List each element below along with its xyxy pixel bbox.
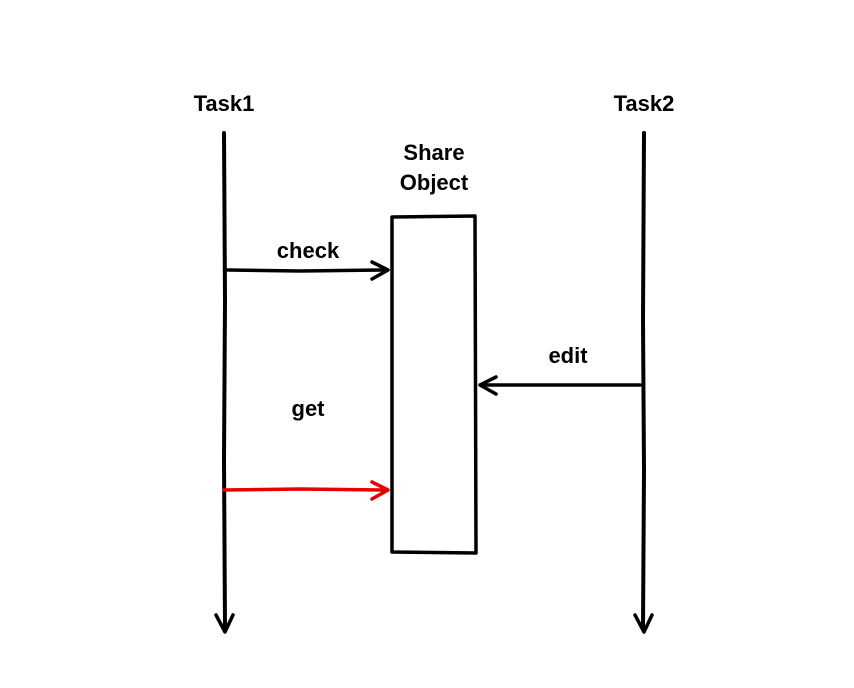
task2-arrowhead-icon bbox=[633, 613, 654, 634]
get-arrowhead-icon bbox=[370, 480, 390, 501]
edit-arrowhead-icon bbox=[478, 375, 498, 396]
get-message-arrow bbox=[222, 480, 390, 501]
task1-label: Task1 bbox=[194, 91, 255, 116]
task2-label: Task2 bbox=[614, 91, 675, 116]
check-arrowhead-icon bbox=[370, 260, 390, 281]
task2-lifeline bbox=[633, 131, 654, 634]
check-message-arrow bbox=[226, 260, 390, 281]
shared-object-label-line2: Object bbox=[400, 170, 469, 195]
task1-lifeline bbox=[214, 131, 235, 634]
check-message-label: check bbox=[277, 238, 340, 263]
task1-arrowhead-icon bbox=[214, 613, 235, 634]
shared-object-box bbox=[390, 214, 478, 555]
shared-object-label-line1: Share bbox=[403, 140, 464, 165]
get-message-label: get bbox=[292, 396, 326, 421]
edit-message-label: edit bbox=[548, 343, 588, 368]
edit-message-arrow bbox=[478, 375, 642, 396]
